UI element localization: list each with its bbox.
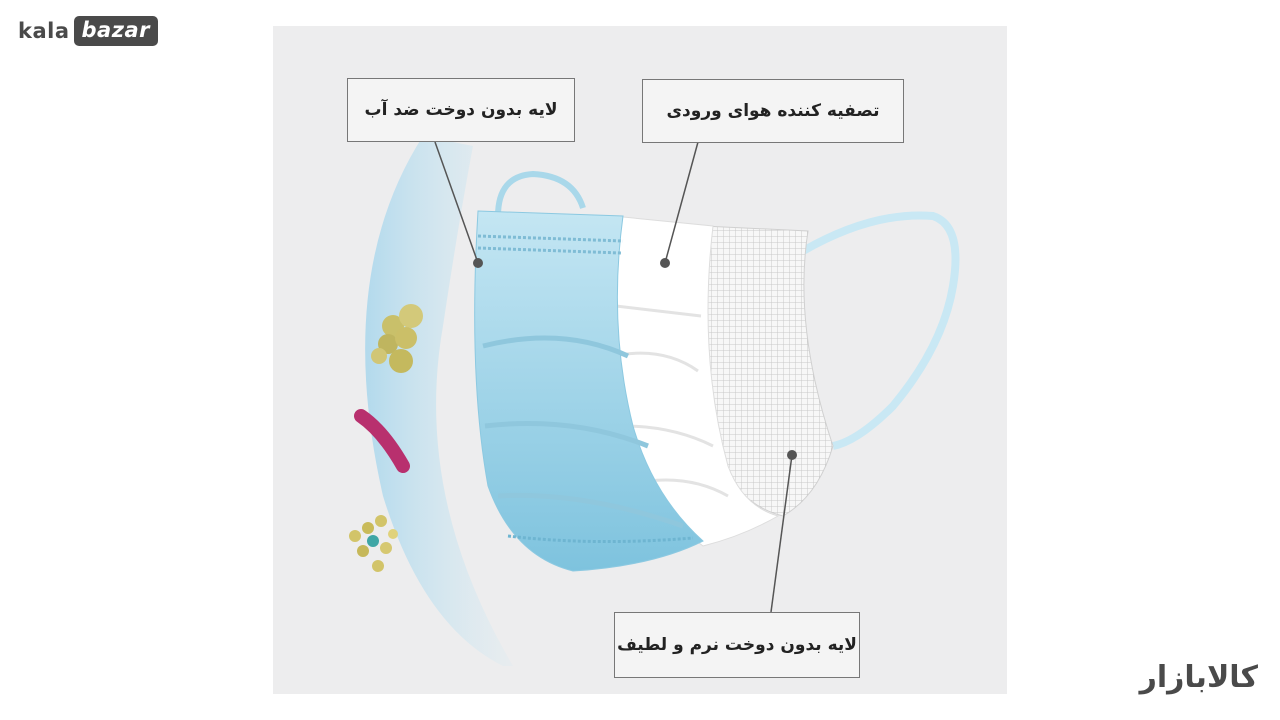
label-waterproof-layer: لایه بدون دوخت ضد آب	[347, 78, 575, 142]
logo-word-bazar: bazar	[73, 16, 158, 46]
blue-outer-layer	[474, 210, 704, 572]
label-soft-layer: لایه بدون دوخت نرم و لطیف	[614, 612, 860, 678]
logo-word-kala: kala	[18, 19, 70, 43]
leader-dot-icon	[660, 258, 670, 268]
waterproof-shield	[365, 136, 513, 666]
mask-illustration-panel: لایه بدون دوخت ضد آب تصفیه کننده هوای ور…	[273, 26, 1007, 694]
leader-dot-icon	[473, 258, 483, 268]
germ-cluster-yellow-top	[371, 304, 423, 373]
leader-dot-icon	[787, 450, 797, 460]
germ-cluster-small	[349, 515, 398, 572]
germ-rod-magenta	[354, 409, 410, 473]
kalabazar-logo: kala bazar	[18, 16, 158, 46]
label-air-filter: تصفیه کننده هوای ورودی	[642, 79, 904, 143]
ear-loop-top	[495, 170, 586, 217]
three-layer-mask-illustration	[349, 136, 960, 666]
ear-loop-right	[801, 211, 960, 450]
kalabazar-persian-logo: کالابازار	[1139, 660, 1258, 695]
